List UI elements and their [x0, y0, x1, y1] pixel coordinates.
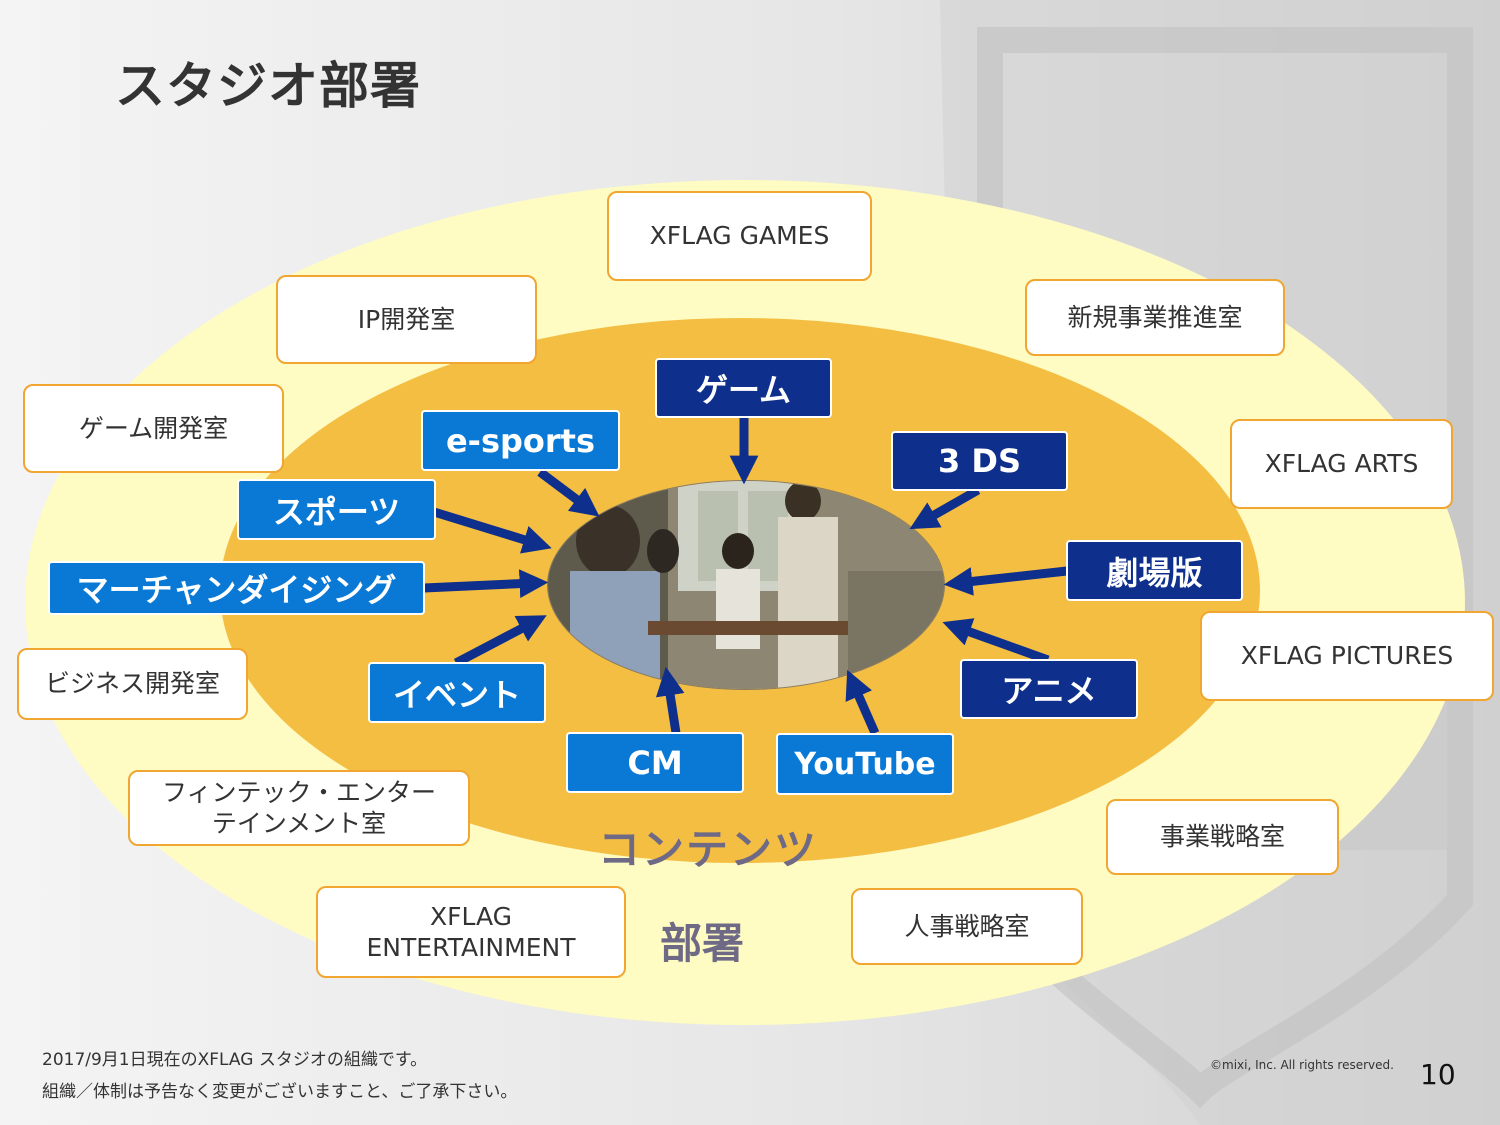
- footnote-disclaimer: 組織／体制は予告なく変更がございますこと、ご了承下さい。: [42, 1082, 518, 1102]
- dept-hr-strategy[interactable]: 人事戦略室: [851, 888, 1083, 965]
- content-event[interactable]: イベント: [368, 662, 546, 723]
- content-esports[interactable]: e-sports: [421, 410, 620, 471]
- dept-ip-dev[interactable]: IP開発室: [276, 275, 537, 364]
- content-youtube[interactable]: YouTube: [776, 733, 954, 795]
- dept-xflag-pictures[interactable]: XFLAG PICTURES: [1200, 611, 1494, 701]
- dept-xflag-games[interactable]: XFLAG GAMES: [607, 191, 872, 281]
- copyright-text: ©mixi, Inc. All rights reserved.: [1210, 1058, 1394, 1072]
- footnote-date: 2017/9月1日現在のXFLAG スタジオの組織です。: [42, 1050, 428, 1070]
- departments-label: 部署: [660, 919, 745, 968]
- central-photo: [547, 480, 945, 690]
- content-sports[interactable]: スポーツ: [237, 479, 436, 540]
- content-game[interactable]: ゲーム: [655, 358, 832, 418]
- dept-xflag-entertainment[interactable]: XFLAG ENTERTAINMENT: [316, 886, 626, 978]
- dept-new-biz[interactable]: 新規事業推進室: [1025, 279, 1285, 356]
- dept-biz-strategy[interactable]: 事業戦略室: [1106, 799, 1339, 875]
- dept-fintech[interactable]: フィンテック・エンター テインメント室: [128, 770, 470, 846]
- content-3ds[interactable]: 3 DS: [891, 431, 1068, 491]
- content-movie[interactable]: 劇場版: [1066, 540, 1243, 601]
- dept-game-dev[interactable]: ゲーム開発室: [23, 384, 284, 473]
- page-number: 10: [1420, 1058, 1456, 1091]
- content-cm[interactable]: CM: [566, 732, 744, 793]
- content-anime[interactable]: アニメ: [960, 659, 1138, 719]
- content-merchandising[interactable]: マーチャンダイジング: [48, 561, 425, 615]
- contents-label: コンテンツ: [598, 825, 819, 874]
- slide-title: スタジオ部署: [115, 57, 421, 115]
- dept-xflag-arts[interactable]: XFLAG ARTS: [1230, 419, 1453, 509]
- dept-biz-dev[interactable]: ビジネス開発室: [17, 648, 248, 720]
